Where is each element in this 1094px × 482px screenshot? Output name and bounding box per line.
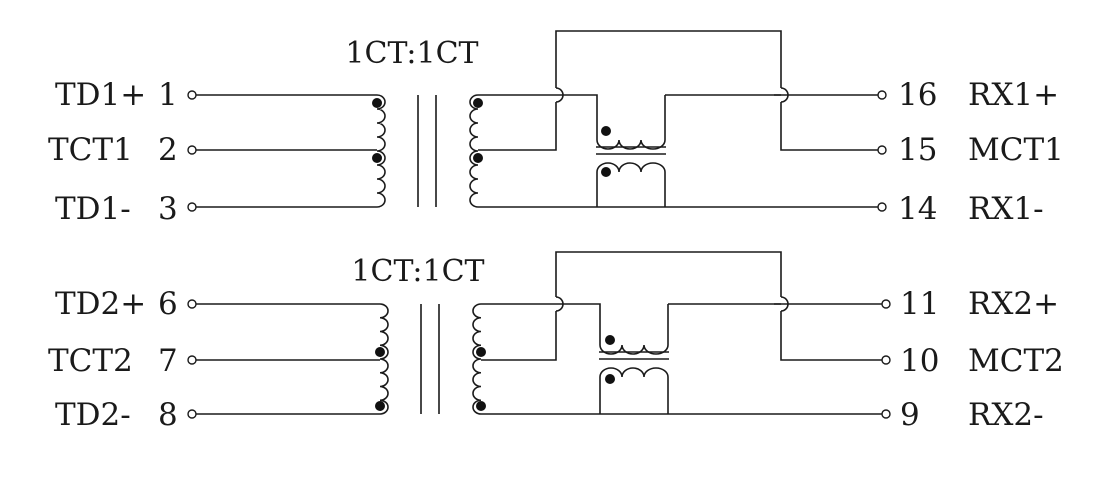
polarity-dot <box>605 374 615 384</box>
primary-coil-top <box>376 94 386 208</box>
pin-num-1: 1 <box>158 77 178 113</box>
pin-num-7: 7 <box>158 343 178 379</box>
polarity-dot <box>473 153 483 163</box>
pin-name-td1m: TD1- <box>55 191 131 227</box>
pin-name-td2p: TD2+ <box>55 286 146 322</box>
terminal-2 <box>187 145 197 155</box>
pin-name-td1p: TD1+ <box>55 77 146 113</box>
left-wires-bottom <box>196 303 380 415</box>
terminal-7 <box>187 355 197 365</box>
terminal-8 <box>187 409 197 419</box>
polarity-dot <box>375 347 385 357</box>
pin-name-rx1p: RX1+ <box>968 77 1059 113</box>
pin-name-rx2p: RX2+ <box>968 286 1059 322</box>
secondary-wiring-bottom <box>481 251 882 415</box>
secondary-wiring-top <box>478 30 878 208</box>
polarity-dot <box>372 153 382 163</box>
polarity-dot <box>601 167 611 177</box>
polarity-dot <box>605 335 615 345</box>
terminal-3 <box>187 202 197 212</box>
terminal-14 <box>877 202 887 212</box>
polarity-dot <box>372 98 382 108</box>
pin-num-8: 8 <box>158 397 178 433</box>
pin-name-rx1m: RX1- <box>968 191 1044 227</box>
polarity-dot <box>476 401 486 411</box>
primary-coil-bottom <box>379 303 389 415</box>
pin-num-3: 3 <box>158 191 178 227</box>
pin-name-mct2: MCT2 <box>968 343 1064 379</box>
terminal-11 <box>881 299 891 309</box>
pin-num-14: 14 <box>898 191 937 227</box>
polarity-dot <box>476 347 486 357</box>
terminal-1 <box>187 90 197 100</box>
pin-num-6: 6 <box>158 286 178 322</box>
pin-num-2: 2 <box>158 132 178 168</box>
pin-name-mct1: MCT1 <box>968 132 1064 168</box>
terminal-16 <box>877 90 887 100</box>
pin-name-tct2: TCT2 <box>48 343 133 379</box>
secondary-coil-top <box>469 94 479 208</box>
terminal-15 <box>877 145 887 155</box>
polarity-dot <box>473 98 483 108</box>
pin-name-rx2m: RX2- <box>968 397 1044 433</box>
polarity-dot <box>375 401 385 411</box>
ratio-label-top: 1CT:1CT <box>345 36 478 71</box>
pin-num-11: 11 <box>900 286 939 322</box>
left-wires-top <box>196 94 377 208</box>
pin-name-td2m: TD2- <box>55 397 131 433</box>
pin-num-9: 9 <box>900 397 920 433</box>
pin-num-15: 15 <box>898 132 937 168</box>
terminal-6 <box>187 299 197 309</box>
secondary-coil-bottom <box>472 303 482 415</box>
terminal-10 <box>881 355 891 365</box>
terminal-9 <box>881 409 891 419</box>
pin-name-tct1: TCT1 <box>48 132 133 168</box>
ratio-label-bottom: 1CT:1CT <box>351 254 484 289</box>
pin-num-16: 16 <box>898 77 937 113</box>
polarity-dot <box>601 126 611 136</box>
pin-num-10: 10 <box>900 343 939 379</box>
